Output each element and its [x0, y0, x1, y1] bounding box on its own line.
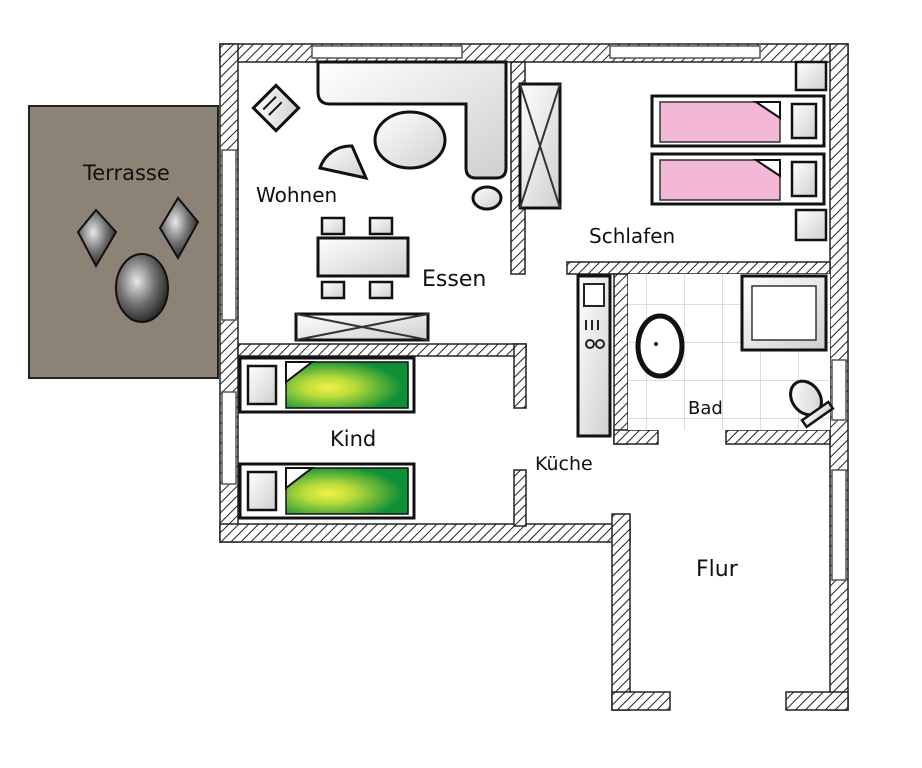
nightstand-top	[794, 60, 828, 92]
label-essen: Essen	[422, 267, 486, 292]
label-flur: Flur	[696, 557, 739, 582]
sofa	[316, 60, 508, 180]
side-table	[471, 185, 503, 211]
label-bad: Bad	[688, 398, 723, 419]
toilet	[789, 379, 835, 429]
wardrobe	[518, 82, 562, 210]
label-wohnen: Wohnen	[256, 183, 337, 207]
kids-bed-top	[238, 356, 416, 414]
label-kind: Kind	[330, 427, 376, 451]
kids-bed-bottom	[238, 462, 416, 520]
coffee-table	[373, 110, 447, 170]
kitchen-counter	[576, 274, 612, 438]
label-schlafen: Schlafen	[589, 224, 675, 248]
nightstand-bottom	[794, 208, 828, 242]
terrace-area	[28, 105, 219, 379]
double-bed	[650, 94, 826, 206]
shower	[740, 274, 828, 352]
armchair	[318, 144, 369, 181]
sideboard	[294, 312, 430, 342]
dining-table	[316, 216, 410, 300]
windows	[221, 45, 847, 581]
washbasin	[635, 313, 685, 379]
terrace-stones	[76, 196, 200, 323]
label-terrasse: Terrasse	[82, 161, 170, 185]
label-kueche: Küche	[535, 453, 593, 475]
corner-chair	[251, 83, 301, 133]
